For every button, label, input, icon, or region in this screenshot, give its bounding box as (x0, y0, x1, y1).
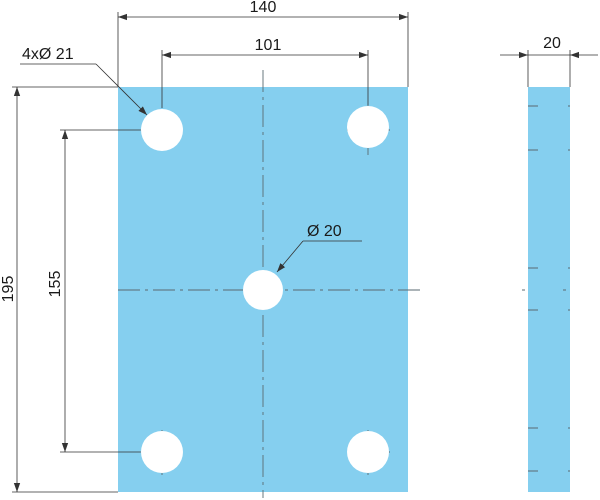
dimension-hole-spacing-x: 101 (161, 37, 369, 108)
callout-corner-holes: 4xØ 21 (20, 46, 148, 116)
front-view (118, 70, 425, 498)
thickness-label: 20 (543, 35, 561, 52)
dimension-overall-width: 140 (117, 0, 409, 87)
overall-height-label: 195 (0, 276, 17, 303)
center-hole (243, 270, 283, 310)
hole-spacing-x-label: 101 (255, 37, 282, 54)
overall-width-label: 140 (250, 0, 277, 16)
callout-center-hole: Ø 20 (276, 223, 362, 273)
center-hole-label: Ø 20 (307, 223, 342, 240)
corner-hole-top-right (347, 106, 389, 148)
corner-hole-bottom-left (141, 431, 183, 473)
dimension-overall-height: 195 (0, 86, 118, 493)
plate-side (528, 87, 570, 492)
corner-holes-label: 4xØ 21 (22, 46, 74, 63)
side-view (522, 87, 578, 492)
corner-hole-bottom-right (347, 431, 389, 473)
dimension-thickness: 20 (500, 35, 598, 87)
corner-hole-top-left (141, 109, 183, 151)
hole-spacing-y-label: 155 (47, 271, 64, 298)
dimension-hole-spacing-y: 155 (47, 129, 140, 453)
hidden-lines (528, 105, 570, 472)
